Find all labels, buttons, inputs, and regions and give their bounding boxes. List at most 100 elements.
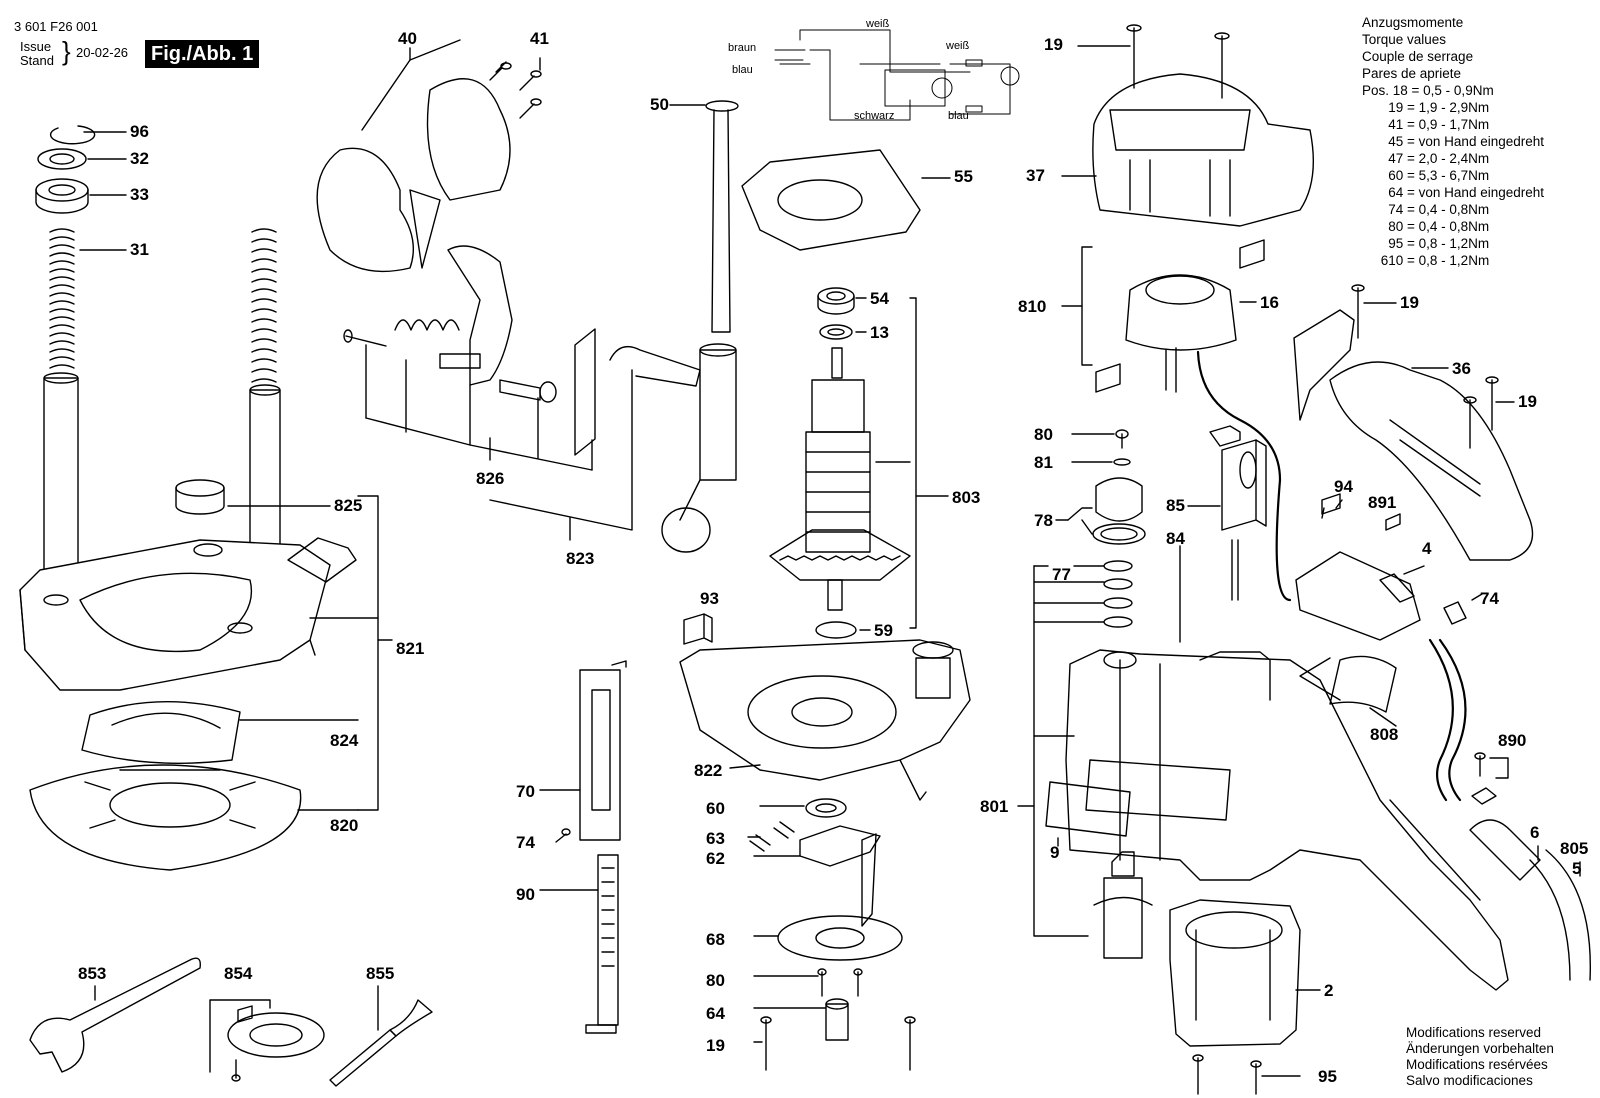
handle-40	[316, 39, 511, 273]
plate-68	[753, 833, 903, 961]
part-label-822: 822	[694, 761, 723, 780]
torque-row: 74 = 0,4 - 0,8Nm	[1362, 202, 1490, 217]
part-label-820: 820	[330, 816, 359, 835]
label-9	[1045, 781, 1131, 847]
wire-label-blau: blau	[732, 64, 753, 76]
part-label-33: 33	[130, 185, 149, 204]
part-label-825: 825	[334, 496, 363, 515]
issue-date: 20-02-26	[76, 45, 129, 60]
part-label-2: 2	[1324, 981, 1334, 1000]
torque-row: 95 = 0,8 - 1,2Nm	[1362, 236, 1490, 251]
part-label-41: 41	[530, 29, 549, 48]
torque-row: 19 = 1,9 - 2,9Nm	[1362, 100, 1490, 115]
brush-sleeve	[1093, 851, 1153, 959]
torque-title-de: Anzugsmomente	[1362, 15, 1464, 30]
switch-4	[1295, 499, 1425, 641]
screws-80b	[753, 968, 863, 997]
part-label-16: 16	[1260, 293, 1279, 312]
part-label-9: 9	[1050, 843, 1060, 862]
part-label-810: 810	[1018, 297, 1047, 316]
part-label-40: 40	[398, 29, 417, 48]
wrench-853	[29, 957, 201, 1073]
slider-62	[753, 825, 881, 867]
circlip-96	[49, 125, 127, 145]
knob-78	[1055, 477, 1146, 545]
part-label-68: 68	[706, 930, 725, 949]
bearing-13	[819, 324, 867, 340]
wire-label-braun: braun	[728, 42, 757, 54]
brush-holder-810	[1061, 239, 1265, 393]
part-label-826: 826	[476, 469, 505, 488]
bracket-826	[365, 344, 593, 471]
cable	[1196, 350, 1467, 802]
rod-50	[669, 100, 739, 333]
torque-row: 47 = 2,0 - 2,4Nm	[1362, 151, 1490, 166]
screws-890	[1471, 752, 1509, 805]
torque-table: Anzugsmomente Torque values Couple de se…	[1362, 14, 1544, 269]
part-label-50: 50	[650, 95, 669, 114]
part-label-19-top: 19	[1044, 35, 1063, 54]
wire-label-weiss-2: weiß	[946, 40, 970, 52]
part-label-80-top: 80	[1034, 425, 1053, 444]
part-label-59: 59	[874, 621, 893, 640]
part-label-36: 36	[1452, 359, 1471, 378]
bearing-54	[817, 287, 867, 315]
sleeve-824	[81, 701, 241, 765]
mods-fr: Modifications resérvées	[1406, 1057, 1548, 1072]
screws-41	[489, 57, 542, 119]
part-label-74-left: 74	[516, 833, 535, 852]
part-label-32: 32	[130, 149, 149, 168]
part-label-801: 801	[980, 797, 1009, 816]
part-label-90: 90	[516, 885, 535, 904]
part-label-854: 854	[224, 964, 253, 983]
adapter-854	[209, 999, 325, 1082]
screws-19d	[753, 1016, 916, 1071]
field-2	[1169, 899, 1321, 1047]
tool-855	[329, 985, 433, 1087]
torque-row: 64 = von Hand eingedreht	[1362, 185, 1544, 200]
knob-825	[175, 479, 331, 515]
mods-es: Salvo modificaciones	[1406, 1073, 1533, 1088]
insert-93	[683, 613, 713, 645]
part-number: 3 601 F26 001	[14, 19, 98, 34]
part-label-823: 823	[566, 549, 595, 568]
washer-32	[37, 148, 127, 170]
torque-row: 610 = 0,8 - 1,2Nm	[1362, 253, 1490, 268]
housing-822	[679, 639, 971, 801]
washer-81	[1071, 458, 1131, 466]
part-label-805: 805	[1560, 839, 1589, 858]
part-label-853: 853	[78, 964, 107, 983]
spring-31	[49, 228, 277, 383]
part-55	[741, 149, 951, 251]
torque-title-es: Pares de apriete	[1362, 66, 1462, 81]
screws-19bc	[1351, 284, 1515, 449]
wire-label-blau-2: blau	[948, 110, 969, 122]
part-label-62: 62	[706, 849, 725, 868]
part-label-95: 95	[1318, 1067, 1337, 1086]
wiring-diagram	[774, 29, 1020, 121]
torque-row: 80 = 0,4 - 0,8Nm	[1362, 219, 1490, 234]
part-label-808: 808	[1370, 725, 1399, 744]
part-label-85: 85	[1166, 496, 1185, 515]
armature-803	[769, 297, 949, 629]
lever-826	[343, 245, 596, 456]
part-label-78: 78	[1034, 511, 1053, 530]
strain-relief-74	[1443, 593, 1483, 625]
part-label-81: 81	[1034, 453, 1053, 472]
part-label-80-bottom: 80	[706, 971, 725, 990]
switch-85	[1187, 425, 1267, 601]
brace: }	[62, 36, 71, 66]
issue-label: Issue	[20, 39, 52, 54]
rings-77	[1033, 560, 1133, 937]
stand-label: Stand	[20, 53, 54, 68]
wire-label-schwarz: schwarz	[854, 110, 895, 122]
part-label-64: 64	[706, 1004, 725, 1023]
ring-59	[815, 621, 871, 639]
clip-94-891	[1321, 493, 1401, 531]
modifications-note: Modifications reserved Änderungen vorbeh…	[1406, 1025, 1554, 1089]
screw-80a	[1071, 429, 1129, 449]
ring-33	[35, 178, 127, 214]
part-label-13: 13	[870, 323, 889, 342]
figure-label: Fig./Abb. 1	[145, 40, 260, 68]
scale-90	[539, 854, 619, 1034]
